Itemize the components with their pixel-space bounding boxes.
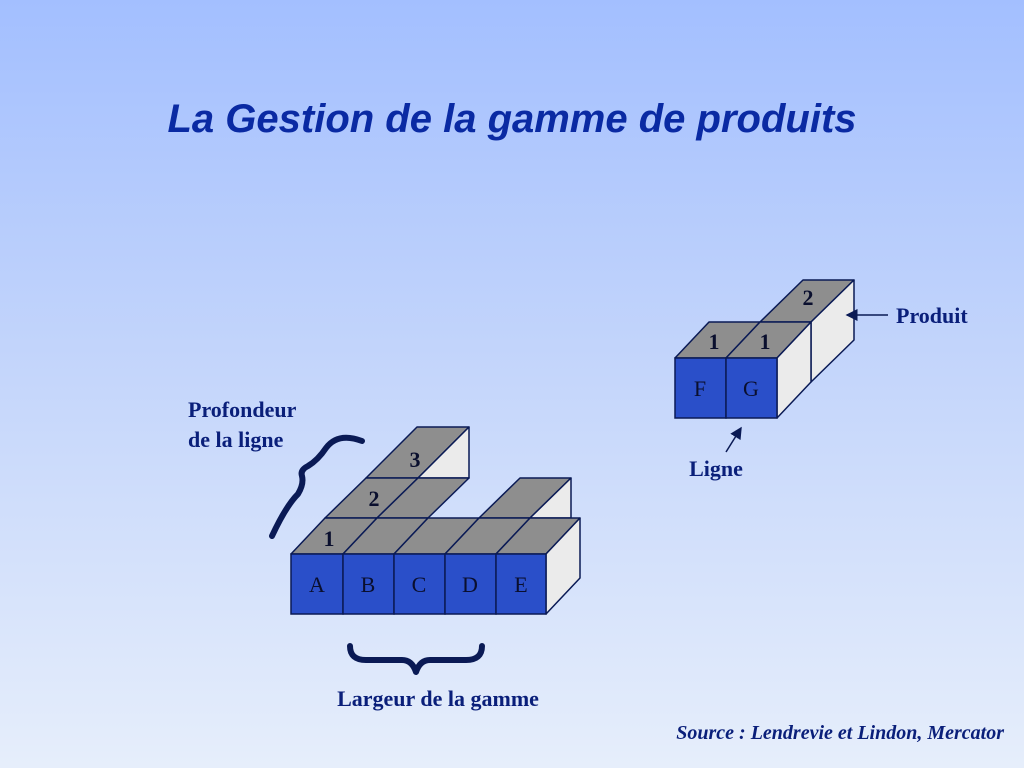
left-range-blocks: A B C D E 1 2 3: [290, 426, 581, 615]
depth-brace: [269, 434, 365, 539]
line-label-g: G: [743, 376, 759, 401]
depth-label-f-1: 1: [709, 329, 720, 354]
depth-label-1: 1: [324, 526, 335, 551]
line-label-f: F: [694, 376, 706, 401]
block-e-front: [495, 553, 547, 615]
block-d-front: [444, 553, 497, 615]
block-g-front: [725, 357, 778, 419]
product-label: Produit: [896, 303, 968, 328]
depth-label-line-1: Profondeur: [188, 397, 297, 422]
width-brace: [347, 643, 485, 675]
line-label-e: E: [514, 572, 527, 597]
line-label-b: B: [361, 572, 376, 597]
width-label: Largeur de la gamme: [337, 686, 539, 711]
depth-label-g-1: 1: [760, 329, 771, 354]
line-label-c: C: [412, 572, 427, 597]
block-b-front: [342, 553, 395, 615]
block-a-front: [290, 553, 344, 615]
line-label: Ligne: [689, 456, 743, 481]
line-arrow: [725, 426, 742, 453]
depth-label-2: 2: [369, 486, 380, 511]
depth-label-3: 3: [410, 447, 421, 472]
line-label-d: D: [462, 572, 478, 597]
depth-label-g-2: 2: [803, 285, 814, 310]
line-label-a: A: [309, 572, 325, 597]
block-f-front: [674, 357, 727, 419]
slide-title: La Gestion de la gamme de produits: [167, 97, 857, 141]
right-range-blocks: F G 1 1 2: [674, 279, 855, 419]
depth-label-line-2: de la ligne: [188, 427, 284, 452]
source-citation: Source : Lendrevie et Lindon, Mercator: [676, 722, 1004, 744]
block-c-front: [393, 553, 446, 615]
